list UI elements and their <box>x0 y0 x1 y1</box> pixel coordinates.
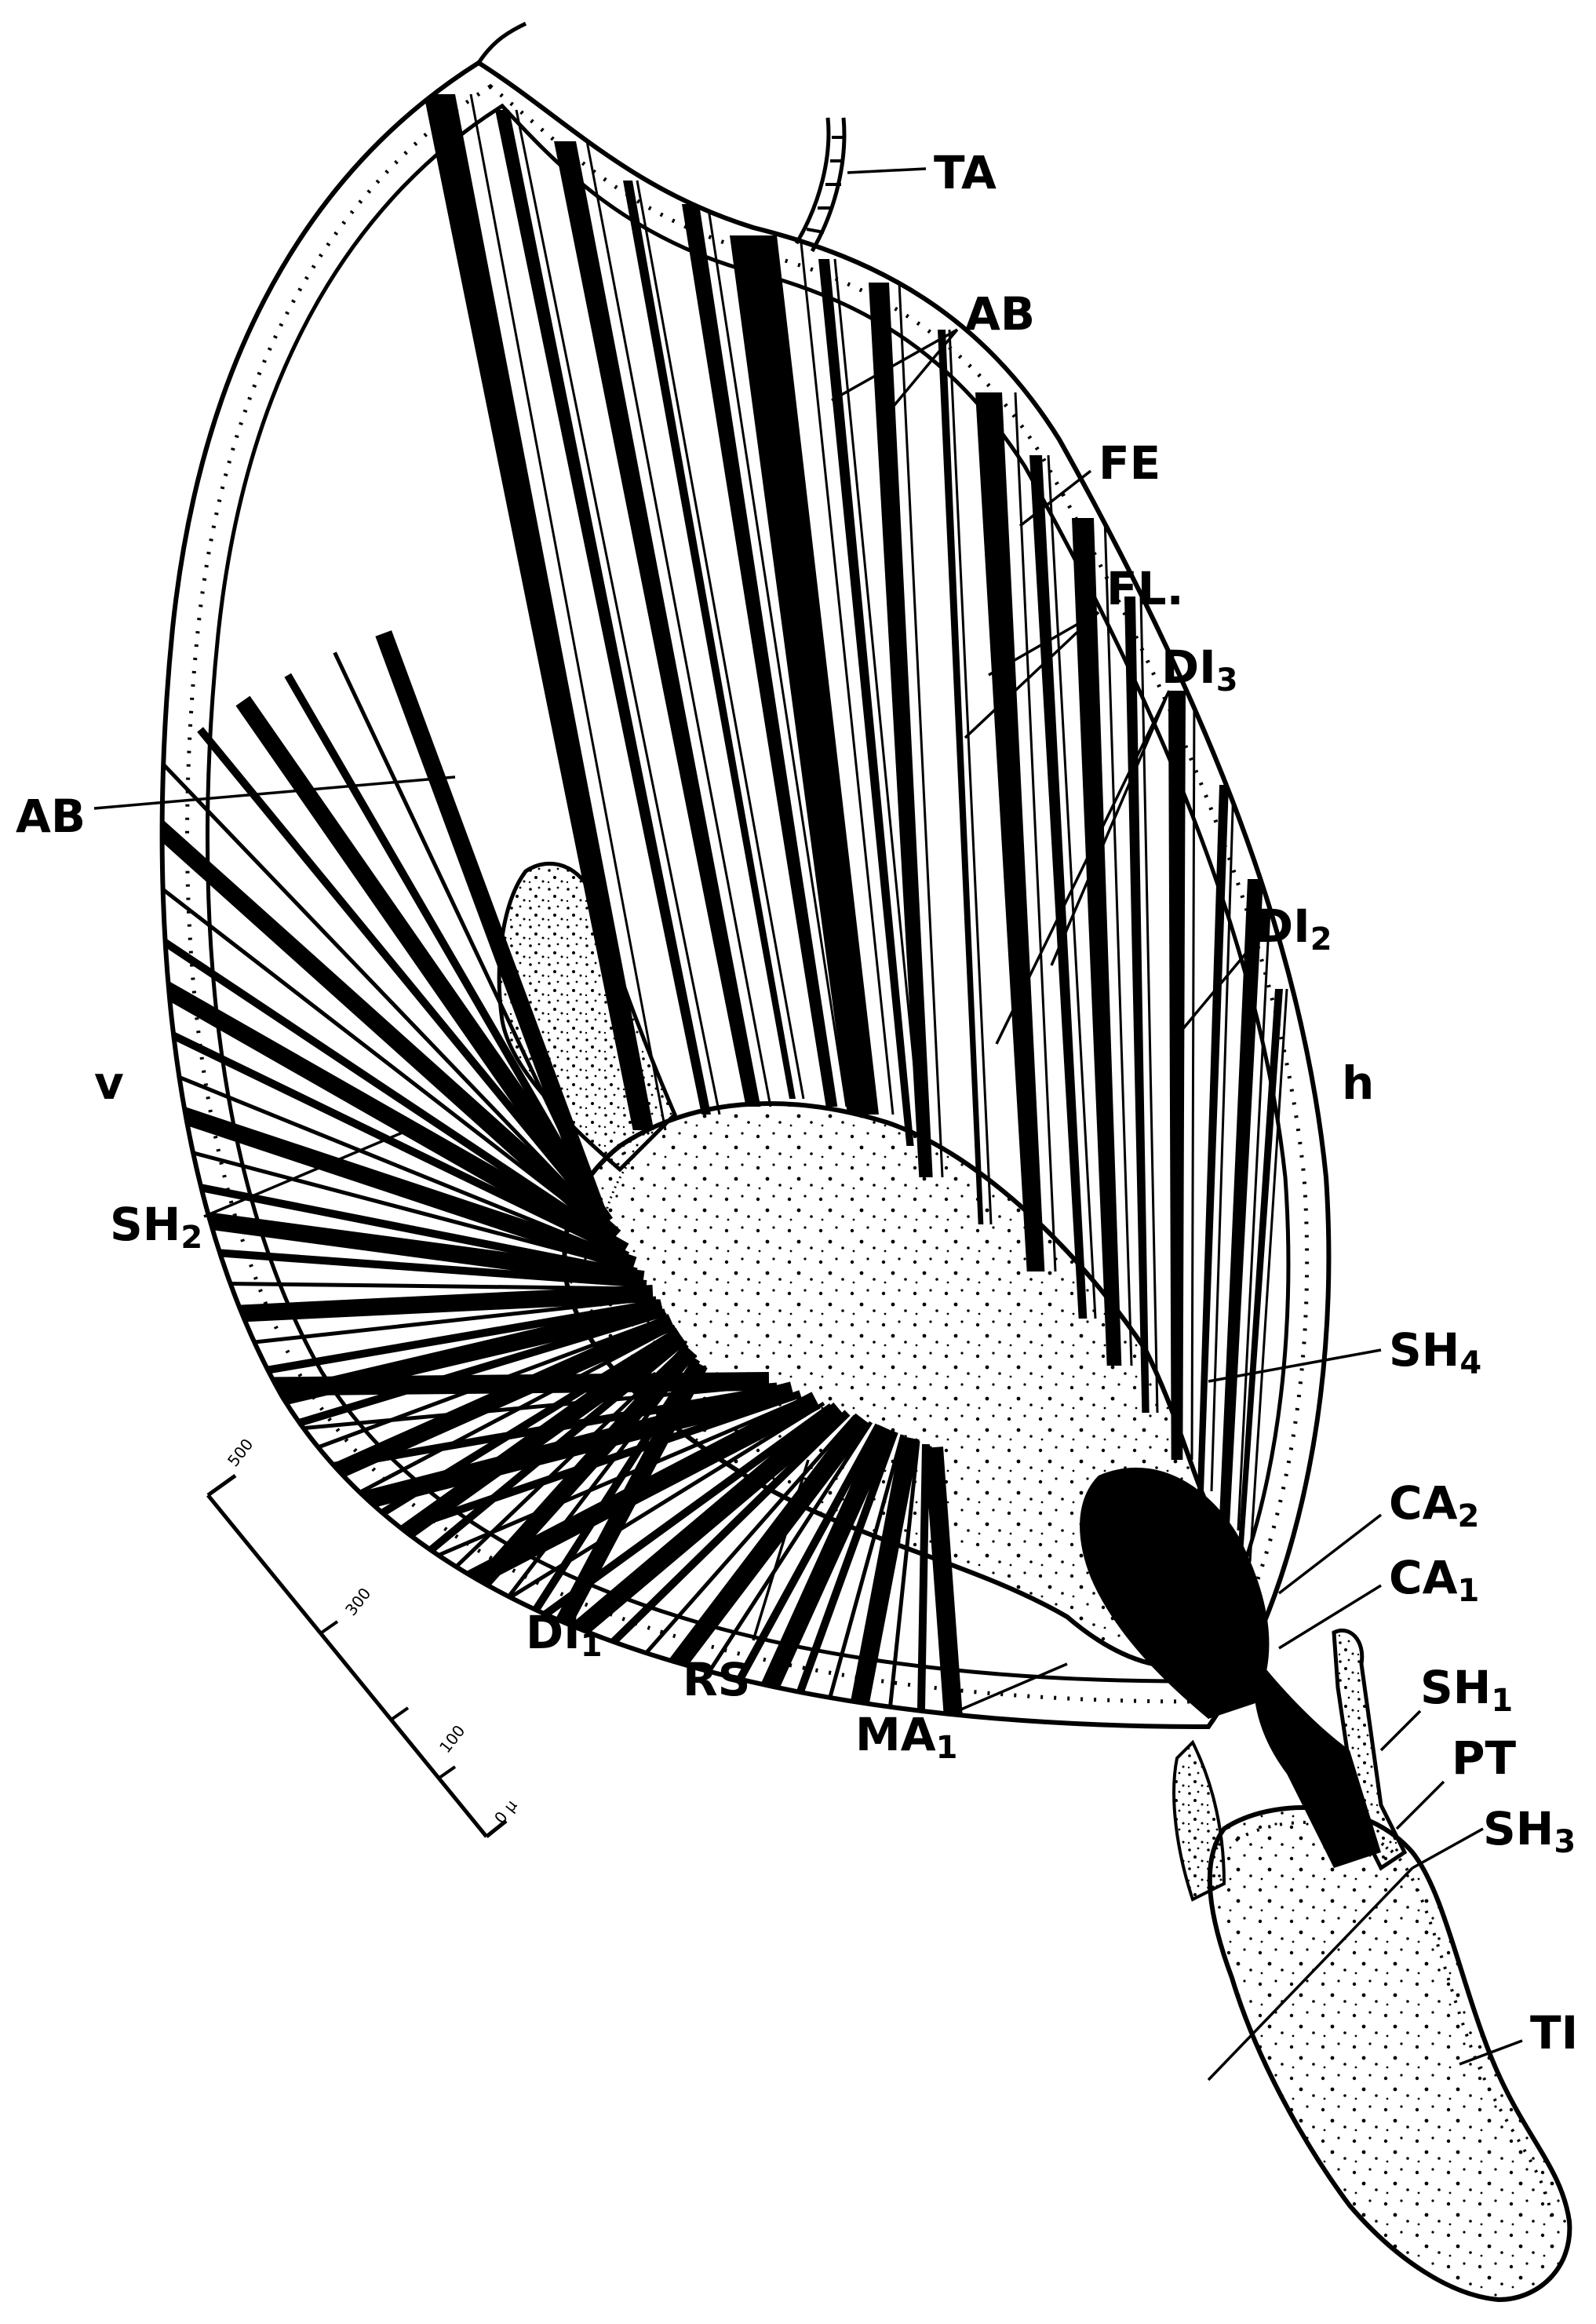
label-rs: RS <box>683 1653 750 1706</box>
label-ca1: CA1 <box>1389 1551 1479 1609</box>
label-h: h <box>1342 1056 1374 1110</box>
label-ab-top: AB <box>965 287 1035 341</box>
label-ta: TA <box>934 146 997 199</box>
scale-label-100: 100 <box>435 1721 468 1757</box>
label-sh2: SH2 <box>110 1198 202 1256</box>
label-di2: DI2 <box>1255 899 1332 958</box>
muscle-fibre <box>1168 691 1186 1460</box>
scale-label-0: 0 µ <box>490 1796 521 1827</box>
label-v: v <box>94 1056 124 1110</box>
label-fl: FL. <box>1106 562 1184 615</box>
label-di3: DI3 <box>1161 640 1238 699</box>
scale-label-300: 300 <box>341 1584 374 1619</box>
tibia-segment <box>1210 1808 1569 2300</box>
label-sh3: SH3 <box>1483 1802 1576 1860</box>
label-ti: TI <box>1530 2006 1578 2059</box>
label-sh4: SH4 <box>1389 1323 1481 1381</box>
scale-label-500: 500 <box>224 1435 257 1470</box>
label-ca2: CA2 <box>1389 1476 1479 1534</box>
label-ma1: MA1 <box>855 1708 957 1766</box>
label-pt: PT <box>1452 1731 1517 1785</box>
label-sh1: SH1 <box>1420 1661 1513 1719</box>
label-fe: FE <box>1099 436 1161 490</box>
label-ab-left: AB <box>16 790 86 843</box>
